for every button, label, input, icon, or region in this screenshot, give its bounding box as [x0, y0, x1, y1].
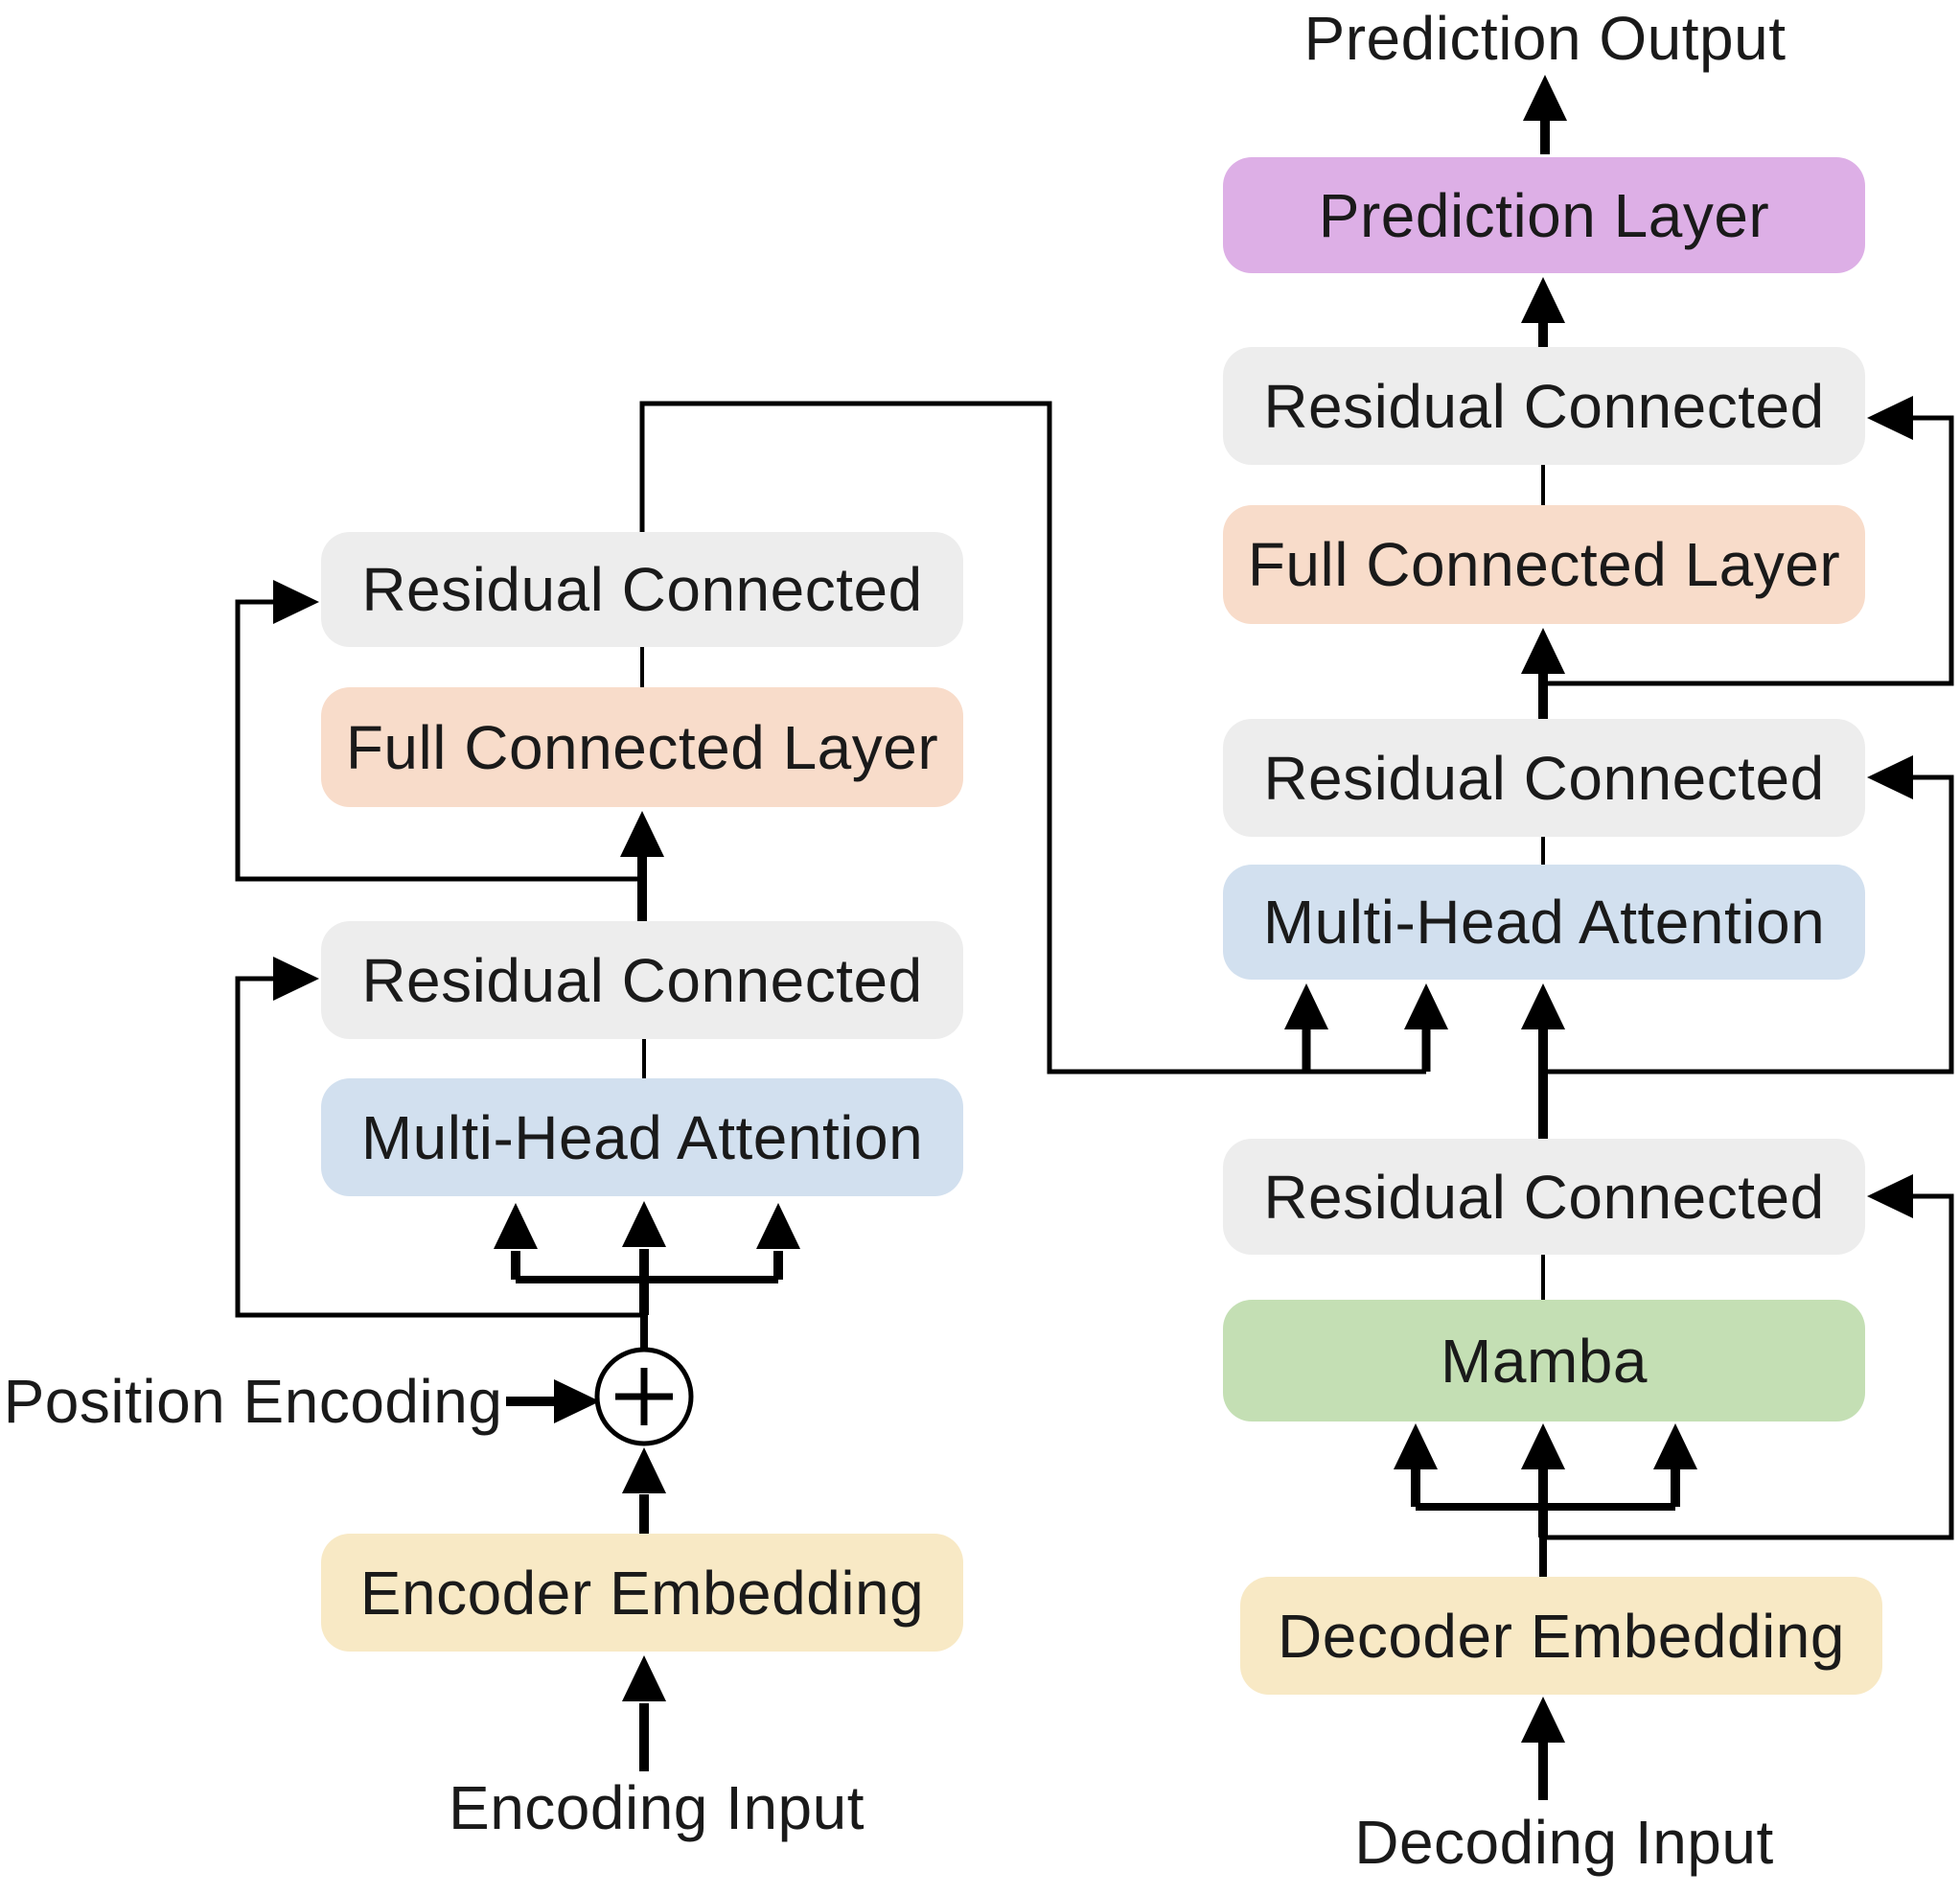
- arrowhead-dec-arrow-left: [1394, 1423, 1438, 1469]
- arrowhead-enc-input-arrow: [622, 1655, 666, 1701]
- connector-dec-skip-mha: [1543, 774, 1954, 1075]
- arrowhead-pred-to-output: [1523, 75, 1567, 121]
- position-encoding-label: Position Encoding: [3, 1367, 503, 1436]
- arrowhead-enc-arrow-left: [494, 1203, 538, 1249]
- node-enc-mha: Multi-Head Attention: [321, 1078, 963, 1196]
- arrowhead-dec-skip-mamba: [1867, 1174, 1913, 1218]
- node-dec-prediction: Prediction Layer: [1223, 157, 1865, 273]
- connector-enc-skip-fc: [235, 599, 642, 882]
- connector-dec-skip-mamba: [1543, 1193, 1954, 1540]
- arrowhead-dec-center-arrow: [1521, 1423, 1565, 1469]
- arrowhead-cross-arrow-2: [1404, 983, 1448, 1029]
- node-dec-mamba: Mamba: [1223, 1300, 1865, 1421]
- arrowhead-enc-skip-mha: [273, 957, 319, 1001]
- arrowhead-enc-res2-to-fc: [620, 811, 664, 857]
- decoding-input-label: Decoding Input: [1354, 1808, 1774, 1877]
- connector-dec-skip-fc: [1543, 415, 1954, 686]
- node-enc-residual-top: Residual Connected: [321, 532, 963, 647]
- connector-enc-to-dec-route: [639, 401, 1426, 1075]
- node-dec-fc: Full Connected Layer: [1223, 505, 1865, 624]
- arrowhead-cross-arrow-1: [1284, 983, 1328, 1029]
- arrowhead-dec-skip-mha: [1867, 755, 1913, 799]
- node-dec-residual-2: Residual Connected: [1223, 719, 1865, 837]
- node-enc-residual-bottom: Residual Connected: [321, 921, 963, 1039]
- node-dec-residual-1: Residual Connected: [1223, 347, 1865, 465]
- arrowhead-enc-arrow-right: [756, 1203, 800, 1249]
- arrowhead-pos-enc-arrow: [554, 1379, 600, 1423]
- node-dec-embedding: Decoder Embedding: [1240, 1577, 1882, 1695]
- arrowhead-dec-input-arrow: [1521, 1697, 1565, 1743]
- prediction-output-label: Prediction Output: [1303, 4, 1787, 73]
- arrowhead-enc-emb-to-plus: [622, 1447, 666, 1493]
- node-dec-residual-3: Residual Connected: [1223, 1139, 1865, 1255]
- arrowhead-enc-skip-fc: [273, 580, 319, 624]
- node-enc-fc: Full Connected Layer: [321, 687, 963, 807]
- arrowhead-dec-res3-to-mha: [1521, 983, 1565, 1029]
- arrowhead-dec-res1-to-pred: [1521, 277, 1565, 323]
- node-enc-embedding: Encoder Embedding: [321, 1534, 963, 1652]
- arrowhead-enc-center-arrow: [622, 1201, 666, 1247]
- connector-enc-skip-mha: [235, 976, 644, 1318]
- encoding-input-label: Encoding Input: [449, 1773, 865, 1842]
- node-dec-mha: Multi-Head Attention: [1223, 865, 1865, 980]
- arrowhead-dec-skip-fc: [1867, 396, 1913, 440]
- arrowhead-dec-arrow-right: [1653, 1423, 1697, 1469]
- arrowhead-dec-res2-to-fc: [1521, 628, 1565, 674]
- add-operator-icon: [594, 1347, 694, 1446]
